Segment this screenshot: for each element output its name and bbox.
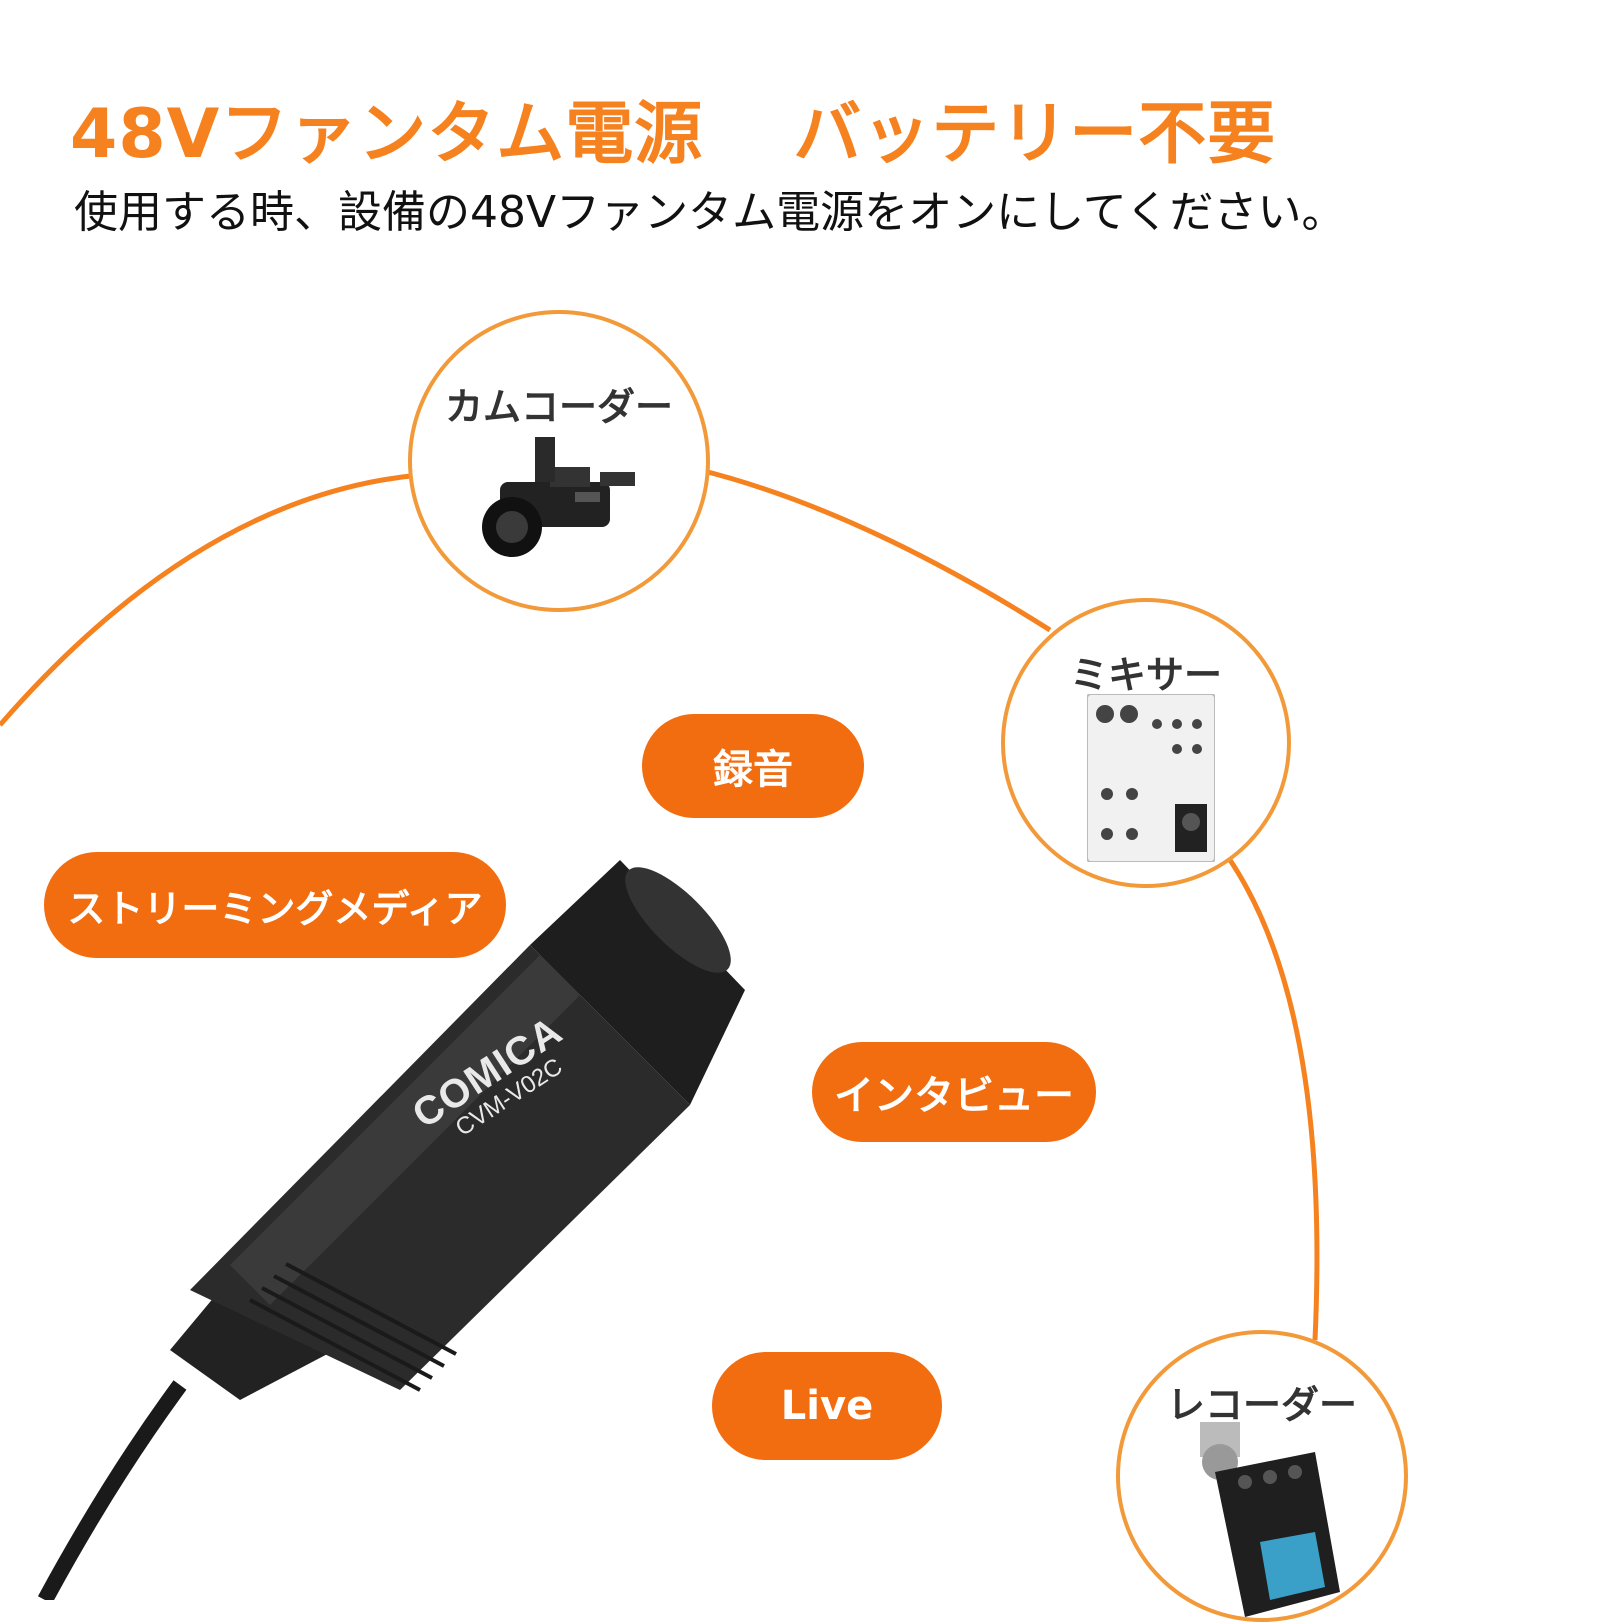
use-live: Live bbox=[712, 1352, 942, 1460]
xlr-adapter-image bbox=[37, 860, 745, 1600]
connection-arc bbox=[0, 467, 1320, 1341]
adapter-end bbox=[625, 867, 731, 973]
headline-no-battery: バッテリー不要 bbox=[793, 95, 1277, 174]
use-streaming-media: ストリーミングメディア bbox=[44, 852, 506, 958]
use-recording: 録音 bbox=[642, 714, 864, 818]
adapter-head bbox=[530, 860, 745, 1105]
device-label: レコーダー bbox=[1166, 1383, 1357, 1427]
device-label: ミキサー bbox=[1069, 653, 1222, 697]
device-recorder: レコーダー bbox=[1116, 1330, 1408, 1622]
headline-phantom-power: 48Vファンタム電源 bbox=[70, 95, 704, 174]
device-label: カムコーダー bbox=[444, 385, 673, 429]
headline: 48Vファンタム電源 バッテリー不要 bbox=[70, 78, 1276, 177]
mixer-icon bbox=[1087, 694, 1215, 862]
use-interview: インタビュー bbox=[812, 1042, 1096, 1142]
device-camcorder: カムコーダー bbox=[408, 310, 710, 612]
recorder-icon bbox=[1200, 1422, 1340, 1617]
subtitle: 使用する時、設備の48Vファンタム電源をオンにしてください。 bbox=[74, 187, 1346, 238]
cable bbox=[37, 1380, 187, 1600]
camcorder-icon bbox=[482, 437, 635, 557]
device-mixer: ミキサー bbox=[1001, 598, 1291, 888]
adapter-highlight bbox=[230, 955, 580, 1305]
